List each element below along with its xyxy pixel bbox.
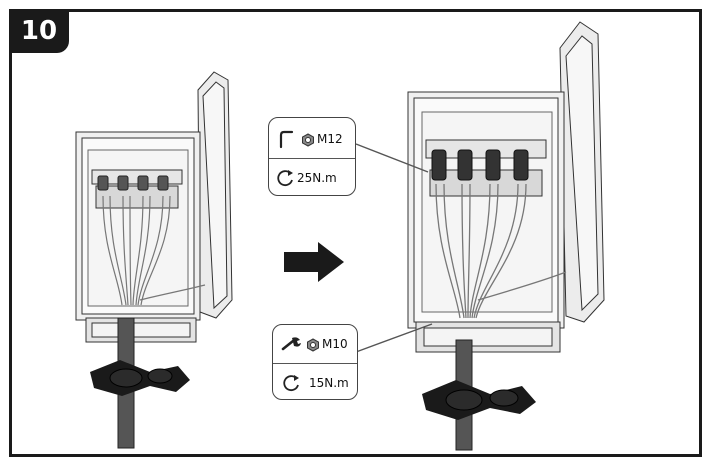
junction-box-before bbox=[75, 71, 233, 343]
torque-callout-m10: M10 15N.m bbox=[272, 324, 358, 400]
cables-left bbox=[102, 195, 206, 306]
cable-clamp-right bbox=[422, 339, 536, 451]
terminal-bolts-left bbox=[97, 175, 169, 191]
clockwise-arrow-icon bbox=[283, 374, 301, 392]
hex-nut-icon bbox=[306, 337, 320, 352]
direction-arrow bbox=[284, 242, 344, 282]
hex-nut-icon bbox=[301, 132, 315, 147]
bolt-size-label: M12 bbox=[317, 132, 343, 146]
terminal-bolts-right bbox=[431, 149, 529, 181]
torque-callout-m12: M12 25N.m bbox=[268, 117, 356, 196]
step-number: 10 bbox=[20, 16, 58, 46]
torque-value-label: 25N.m bbox=[297, 171, 337, 185]
hex-key-icon bbox=[277, 129, 297, 149]
bolt-size-label: M10 bbox=[322, 337, 348, 351]
cables-right bbox=[435, 183, 567, 319]
cable-clamp-left bbox=[90, 317, 190, 449]
leader-line-top bbox=[355, 143, 429, 173]
torque-value-label: 15N.m bbox=[309, 376, 349, 390]
clockwise-arrow-icon bbox=[277, 169, 295, 187]
junction-box-after bbox=[407, 21, 605, 353]
step-number-badge: 10 bbox=[9, 9, 69, 53]
wrench-icon bbox=[281, 336, 303, 352]
leader-line-bottom bbox=[355, 323, 433, 353]
